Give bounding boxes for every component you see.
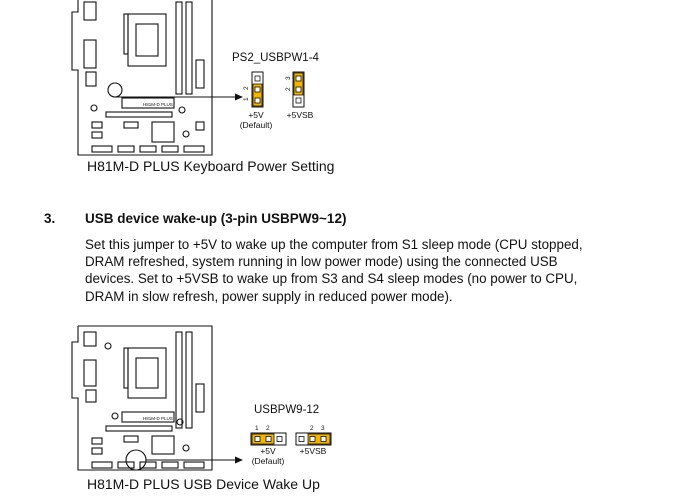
pin-number: 2 — [243, 86, 250, 90]
body-line: devices. Set to +5VSB to wake up from S3… — [85, 271, 578, 287]
board-print: H81M-D PLUS — [143, 416, 173, 421]
body-line: Set this jumper to +5V to wake up the co… — [85, 237, 583, 252]
jumper-label: USBPW9-12 — [254, 404, 320, 416]
pin-number: 3 — [321, 425, 325, 432]
pin-number: 2 — [266, 425, 270, 432]
jumper-b — [295, 432, 332, 446]
figure-usb-wake: H81M-D PLUS 1 2 2 3 USBPW9-12 +5V (Defau… — [0, 318, 682, 503]
figure-caption: H81M-D PLUS Keyboard Power Setting — [87, 158, 335, 174]
body-line: DRAM in slow refresh, power supply in re… — [85, 288, 453, 304]
pin-number: 2 — [285, 87, 292, 91]
figure-caption: H81M-D PLUS USB Device Wake Up — [87, 476, 320, 492]
body-line: DRAM refreshed, system running in low po… — [85, 254, 558, 270]
section-title: USB device wake-up (3-pin USBPW9~12) — [85, 211, 347, 226]
jumper-a — [250, 432, 287, 446]
jumper-label: PS2_USBPW1-4 — [232, 52, 319, 64]
jumper-a — [251, 71, 264, 108]
motherboard-diagram: H81M-D PLUS 1 2 2 3 — [71, 325, 332, 471]
setting-b-label: +5VSB — [286, 110, 314, 120]
figure-keyboard-power: H81M-D PLUS 2 1 3 2 PS2_USBPW1-4 +5V (De… — [0, 0, 682, 180]
jumper-b — [292, 71, 305, 108]
pin-number: 1 — [243, 97, 250, 101]
pin-number: 1 — [255, 425, 259, 432]
section-number: 3. — [44, 211, 56, 226]
pin-number: 3 — [285, 76, 292, 80]
section-body: Set this jumper to +5V to wake up the co… — [85, 236, 583, 305]
pin-number: 2 — [310, 425, 314, 432]
board-print: H81M-D PLUS — [143, 102, 173, 107]
motherboard-diagram: H81M-D PLUS 2 1 3 2 — [71, 0, 305, 156]
setting-a-label: +5V (Default) — [239, 110, 273, 130]
setting-b-label: +5VSB — [299, 446, 327, 456]
setting-a-label: +5V (Default) — [251, 446, 285, 466]
